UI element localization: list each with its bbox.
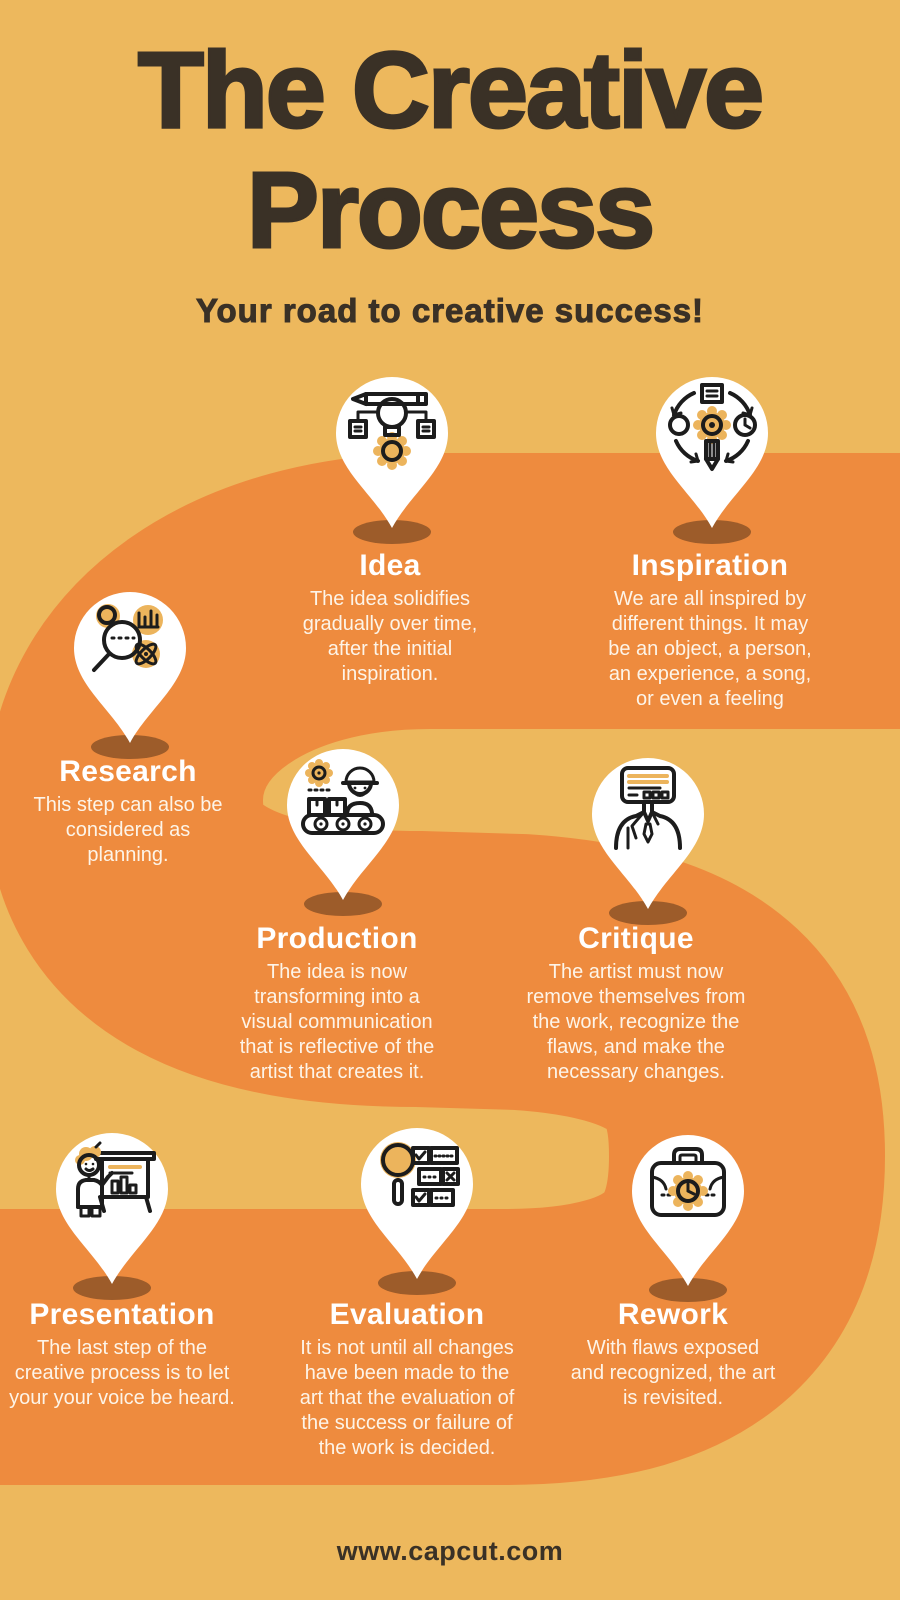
map-pin	[56, 1133, 168, 1300]
map-pin	[592, 758, 704, 925]
factory-worker-icon	[301, 759, 385, 835]
pin-shadow	[609, 901, 687, 925]
step-description: It is not until all changes have been ma…	[299, 1337, 515, 1459]
step-description: With flaws exposed and recognized, the a…	[570, 1337, 776, 1409]
step-description: The artist must now remove themselves fr…	[526, 961, 746, 1083]
checklist-magnifier-icon	[380, 1142, 460, 1207]
step-title: Research	[59, 755, 197, 788]
step-title: Rework	[617, 1298, 729, 1331]
pin-shadow	[91, 735, 169, 759]
step-description: The idea is now transforming into a visu…	[239, 961, 435, 1083]
lightbulb-pencil-gear-icon	[348, 392, 436, 470]
critic-person-icon	[614, 766, 682, 850]
step-description: This step can also be considered as plan…	[33, 794, 223, 866]
footer-url: www.capcut.com	[336, 1536, 564, 1566]
pin-shadow	[378, 1271, 456, 1295]
step-description: The last step of the creative process is…	[9, 1337, 235, 1409]
poster-title-line1: The Creative	[136, 28, 765, 151]
pin-shadow	[649, 1278, 727, 1302]
step-title: Production	[256, 922, 418, 955]
pin-shadow	[673, 520, 751, 544]
map-pin	[74, 592, 186, 759]
map-pin	[287, 749, 399, 916]
map-pin	[336, 377, 448, 544]
header: The Creative Process Your road to creati…	[0, 28, 900, 330]
poster-title-line2: Process	[245, 148, 656, 271]
step-title: Evaluation	[329, 1298, 485, 1331]
step-title: Presentation	[29, 1298, 215, 1331]
map-pin	[632, 1135, 744, 1302]
step-title: Critique	[578, 922, 694, 955]
pin-shadow	[304, 892, 382, 916]
step-title: Inspiration	[631, 549, 789, 582]
step-title: Idea	[359, 549, 421, 582]
step-description: The idea solidifies gradually over time,…	[302, 588, 478, 685]
map-pin	[361, 1128, 473, 1295]
pin-shadow	[353, 520, 431, 544]
presenter-chart-icon	[75, 1141, 156, 1218]
poster-subtitle: Your road to creative success!	[195, 292, 705, 330]
map-pin	[656, 377, 768, 544]
pin-shadow	[73, 1276, 151, 1300]
toolbox-gear-clock-icon	[650, 1147, 726, 1217]
inspiration-cycle-icon	[668, 383, 757, 471]
step-description: We are all inspired by different things.…	[608, 588, 812, 710]
magnifier-research-icon	[92, 604, 163, 672]
